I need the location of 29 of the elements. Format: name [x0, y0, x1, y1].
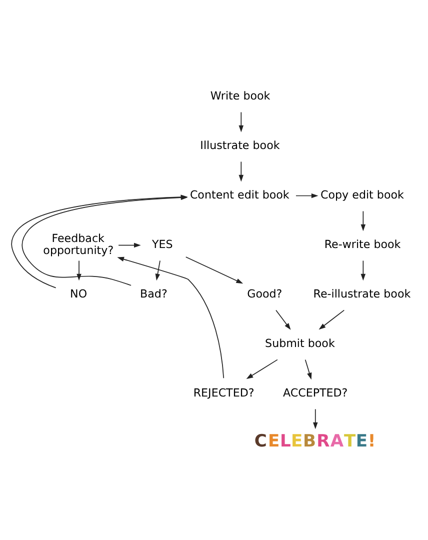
node-text: Illustrate book: [200, 139, 280, 152]
arrow: [318, 310, 345, 330]
node-text: Submit book: [265, 337, 335, 350]
arrow: [296, 193, 318, 198]
arrow: [246, 359, 278, 380]
arrow: [155, 260, 160, 281]
node-text: Copy edit book: [320, 188, 404, 202]
node-text: Re-illustrate book: [313, 288, 411, 301]
arrow: [276, 310, 291, 330]
node-text: Write book: [210, 90, 270, 103]
arrow: [117, 256, 224, 379]
node-text: CELEBRATE!: [254, 432, 376, 452]
arrow: [304, 359, 312, 380]
arrow: [118, 242, 141, 248]
node-text: ACCEPTED?: [282, 386, 348, 400]
node-text: Feedback opportunity?: [43, 232, 114, 258]
arrow: [238, 161, 244, 182]
node-text: Good?: [247, 288, 282, 301]
node-text: Content edit book: [190, 188, 290, 202]
arrow: [238, 112, 244, 132]
arrow: [313, 408, 318, 430]
node-text: NO: [70, 288, 88, 301]
node-text: Bad?: [140, 288, 168, 301]
node-text: REJECTED?: [193, 386, 254, 400]
arrow: [360, 260, 366, 281]
node-text: Re-write book: [324, 238, 401, 252]
arrow: [360, 210, 366, 232]
arrow: [185, 256, 244, 284]
node-text: YES: [152, 238, 173, 252]
